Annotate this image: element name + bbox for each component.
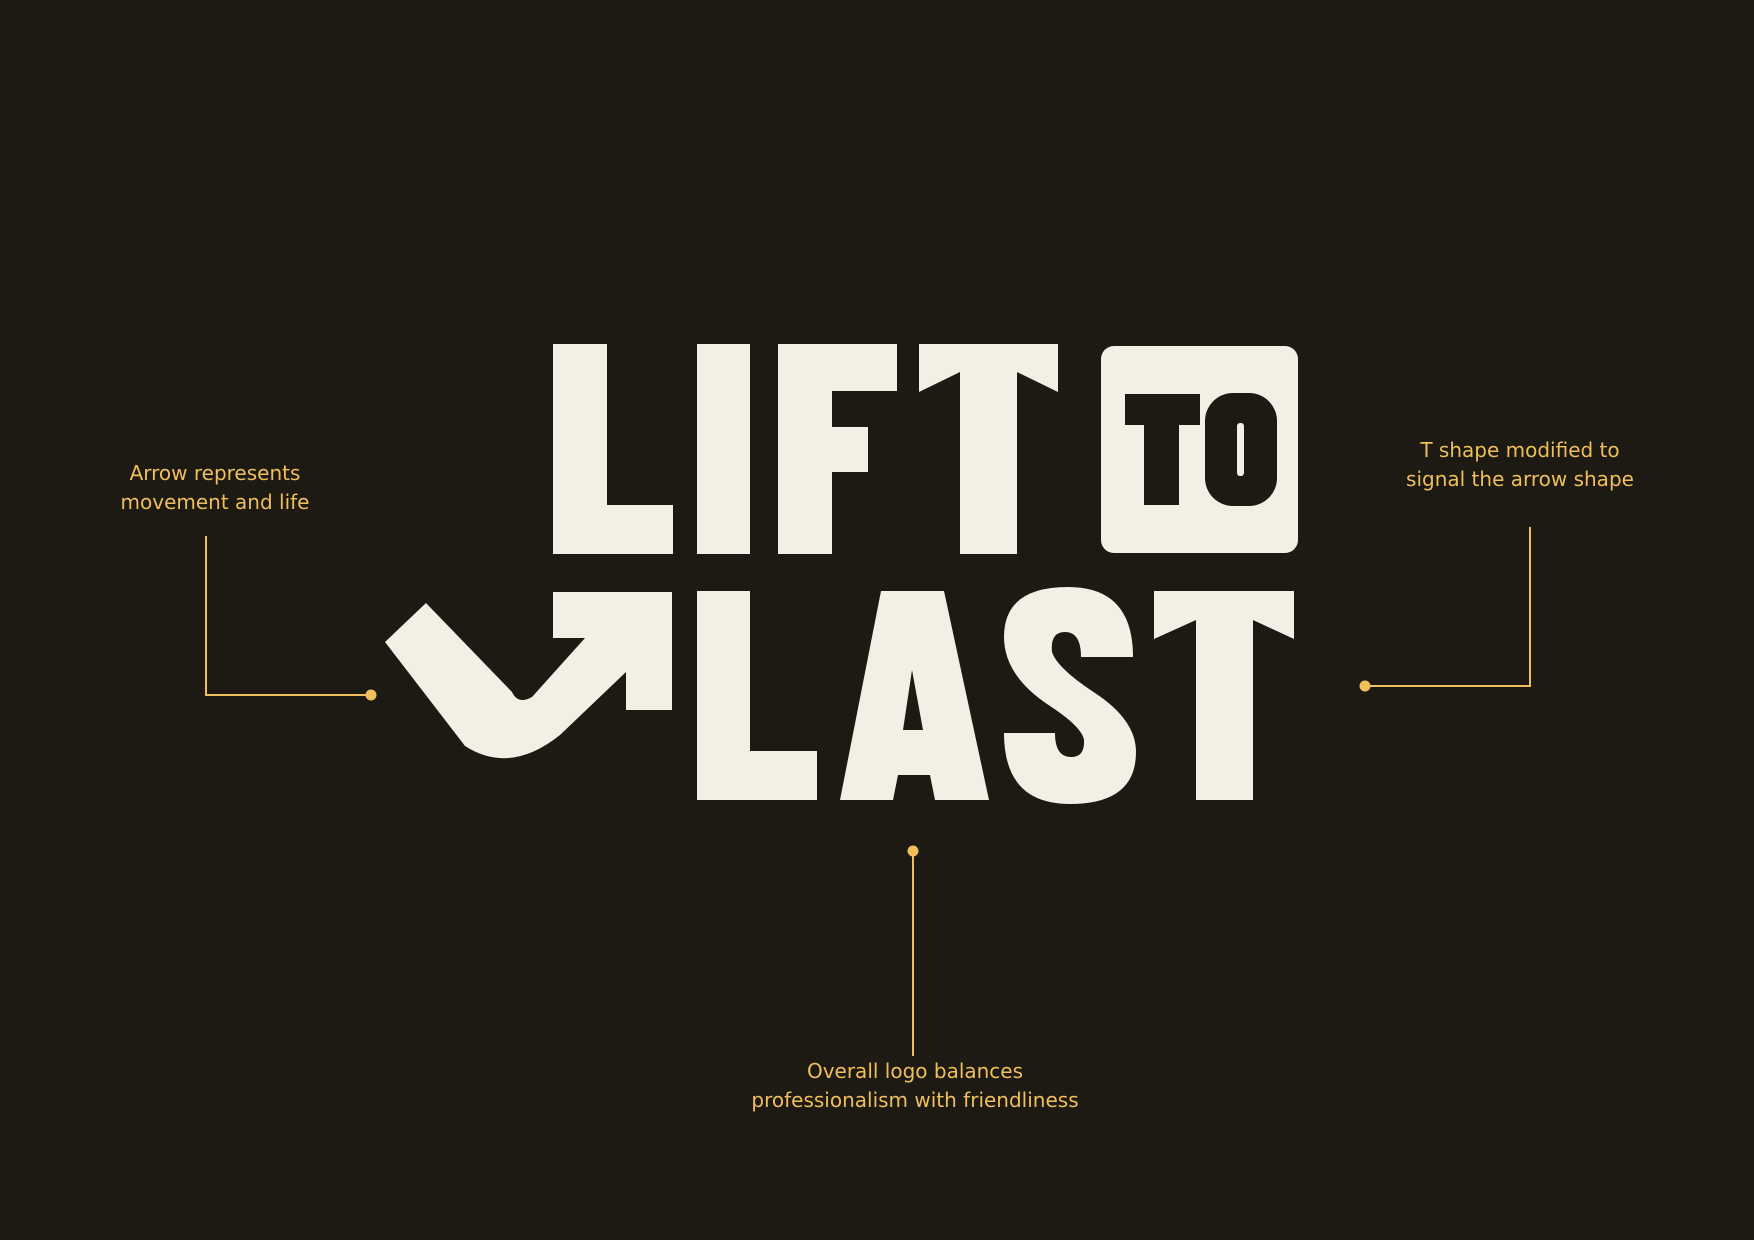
overall-annotation-dot (907, 845, 919, 857)
arrow-annotation-line-1: Arrow represents (129, 461, 301, 485)
wordmark-lift (553, 344, 1058, 554)
t-annotation-line (1365, 527, 1531, 687)
arrow-annotation-dot (365, 689, 377, 701)
t-shape-annotation: T shape modified to signal the arrow sha… (1390, 436, 1650, 494)
badge-letter-t (1125, 394, 1200, 505)
t-shape-annotation-line-1: T shape modified to (1420, 438, 1620, 462)
annotation-connectors (205, 527, 1531, 1056)
t-annotation-dot (1359, 680, 1371, 692)
letter-s (1004, 587, 1136, 804)
to-badge (1101, 346, 1298, 553)
letter-f (778, 344, 897, 554)
overall-annotation-line-2: professionalism with friendliness (751, 1088, 1079, 1112)
arrow-annotation-line (205, 536, 371, 696)
overall-annotation: Overall logo balances professionalism wi… (730, 1057, 1100, 1115)
letter-t-bottom (1154, 591, 1294, 800)
arrow-icon (385, 592, 672, 759)
letter-i-top (697, 344, 750, 554)
letter-l-bottom (697, 591, 817, 800)
arrow-annotation: Arrow represents movement and life (115, 459, 315, 517)
t-shape-annotation-line-2: signal the arrow shape (1406, 467, 1634, 491)
arrow-annotation-line-2: movement and life (120, 490, 310, 514)
badge-letter-o-counter (1237, 423, 1244, 476)
wordmark-last (385, 587, 1294, 804)
overall-annotation-line-1: Overall logo balances (806, 1059, 1024, 1083)
annotation-dots (365, 680, 1371, 857)
letter-a (840, 591, 989, 800)
letter-l-top (553, 344, 673, 554)
letter-t-top (919, 344, 1058, 554)
